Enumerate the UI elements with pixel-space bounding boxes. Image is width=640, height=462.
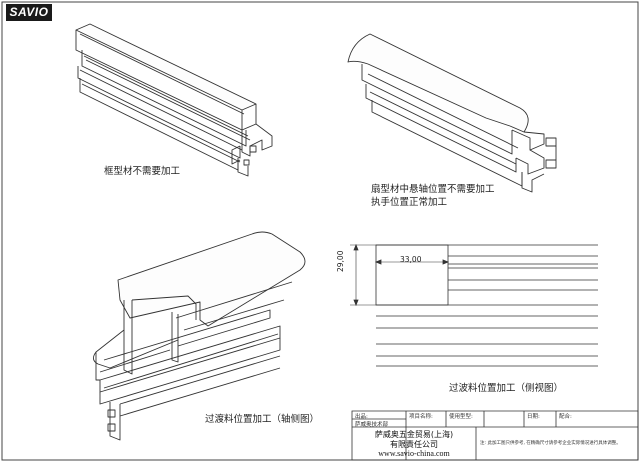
caption-transition-axo: 过渡料位置加工（轴侧图） xyxy=(205,414,320,425)
savio-logo: SAVIO xyxy=(6,4,52,21)
title-drawn-by: 出品: xyxy=(355,414,368,420)
caption-transition-side: 过波料位置加工（侧视图） xyxy=(449,383,564,394)
title-date: 日期: xyxy=(527,414,540,420)
dimension-height-label: 29,00 xyxy=(336,250,345,272)
caption-sash-line1: 扇型材中悬轴位置不需要加工 xyxy=(371,184,495,195)
frame-profile-drawing xyxy=(76,24,272,176)
title-note: 注: 此加工图只供参考, 在精确尺寸请参考企业实际情况进行具体调整。 xyxy=(480,441,621,446)
title-department: 萨威奥技术部 xyxy=(355,422,389,428)
title-project-type: 使用型型: xyxy=(449,414,473,420)
transition-profile-drawing xyxy=(93,232,305,440)
company-website: www.savio-china.com xyxy=(378,449,450,458)
caption-sash-line2: 执手位置正常加工 xyxy=(371,197,448,208)
title-approved: 配合: xyxy=(559,414,572,420)
title-project-name: 项目名称: xyxy=(409,414,433,420)
company-name: 萨威奥五金贸易(上海) xyxy=(374,430,454,439)
transition-side-view xyxy=(350,245,598,366)
sash-profile-drawing xyxy=(348,34,556,192)
dimension-width-label: 33,00 xyxy=(400,255,422,264)
caption-frame: 框型材不需要加工 xyxy=(104,166,181,177)
title-block-lines xyxy=(352,411,638,460)
company-suffix: 有限責任公司 xyxy=(390,440,438,449)
